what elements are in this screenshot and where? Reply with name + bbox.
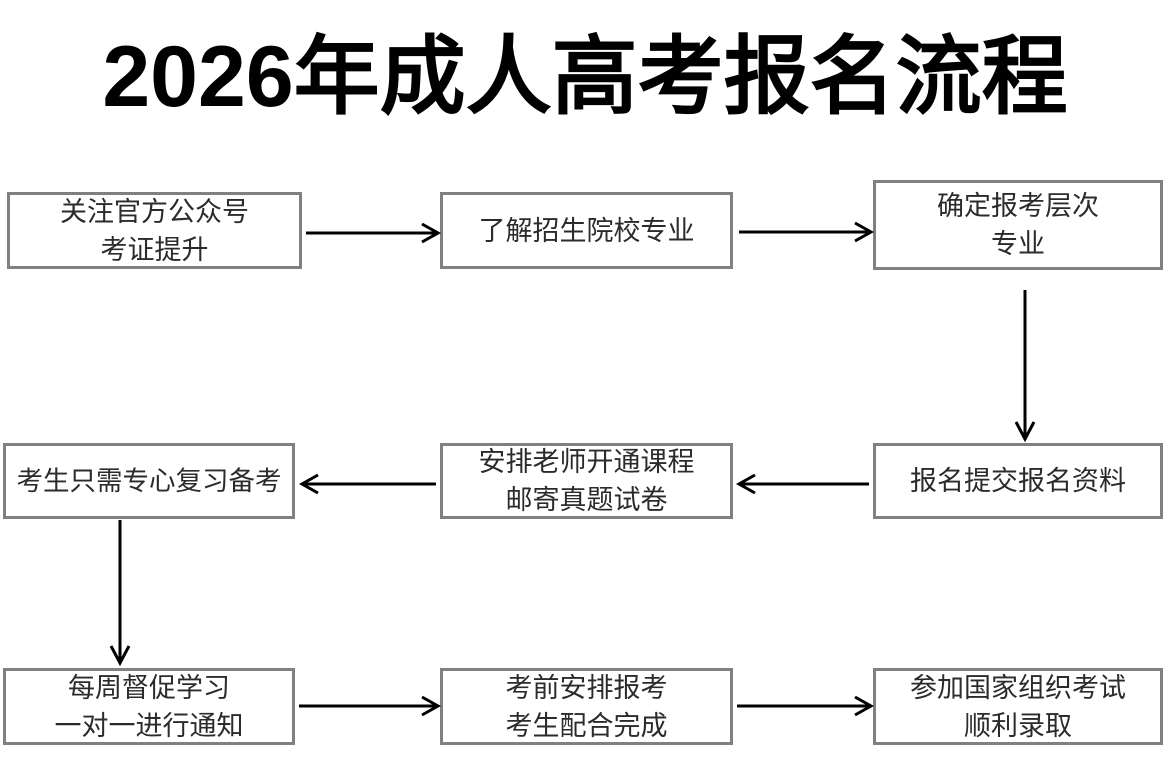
arrow-n7-to-n8 <box>299 695 442 717</box>
arrow-n5-to-n6 <box>298 473 436 495</box>
arrow-n3-to-n4 <box>1014 290 1036 443</box>
flow-node-submit-registration-materials[interactable]: 报名提交报名资料 <box>873 443 1163 519</box>
flow-node-focus-on-review[interactable]: 考生只需专心复习备考 <box>3 443 295 519</box>
arrow-n6-to-n7 <box>109 520 131 667</box>
arrow-n8-to-n9 <box>737 695 875 717</box>
flow-node-learn-schools-majors[interactable]: 了解招生院校专业 <box>440 192 733 269</box>
flow-node-pre-exam-arrangement[interactable]: 考前安排报考 考生配合完成 <box>440 668 733 745</box>
flow-node-weekly-supervision[interactable]: 每周督促学习 一对一进行通知 <box>3 668 295 745</box>
flow-node-line: 顺利录取 <box>964 710 1072 741</box>
flow-node-line: 每周督促学习 <box>68 672 230 703</box>
flow-node-line: 关注官方公众号 <box>60 196 249 227</box>
flow-node-line: 一对一进行通知 <box>54 710 244 741</box>
flow-node-line: 考前安排报考 <box>505 672 668 703</box>
flow-node-line: 考证提升 <box>100 234 209 265</box>
flow-node-line: 了解招生院校专业 <box>478 215 695 246</box>
arrow-n4-to-n5 <box>735 473 869 495</box>
flow-node-line: 安排老师开通课程 <box>478 447 695 477</box>
flow-node-line: 考生只需专心复习备考 <box>16 466 282 496</box>
flow-node-line: 邮寄真题试卷 <box>505 485 668 515</box>
flow-node-line: 考生配合完成 <box>505 710 668 741</box>
flow-node-follow-official-account[interactable]: 关注官方公众号 考证提升 <box>7 192 302 269</box>
page-title: 2026年成人高考报名流程 <box>102 29 1068 125</box>
flow-node-line: 确定报考层次 <box>937 191 1099 221</box>
flow-node-take-national-exam[interactable]: 参加国家组织考试 顺利录取 <box>873 668 1163 745</box>
flow-node-teacher-course-mail-papers[interactable]: 安排老师开通课程 邮寄真题试卷 <box>440 443 733 519</box>
arrow-n2-to-n3 <box>739 221 875 243</box>
flow-node-line: 专业 <box>991 229 1045 259</box>
flow-node-confirm-level-major[interactable]: 确定报考层次 专业 <box>873 180 1163 270</box>
arrow-n1-to-n2 <box>306 222 442 244</box>
flow-node-line: 报名提交报名资料 <box>910 466 1126 496</box>
flow-node-line: 参加国家组织考试 <box>910 672 1126 703</box>
